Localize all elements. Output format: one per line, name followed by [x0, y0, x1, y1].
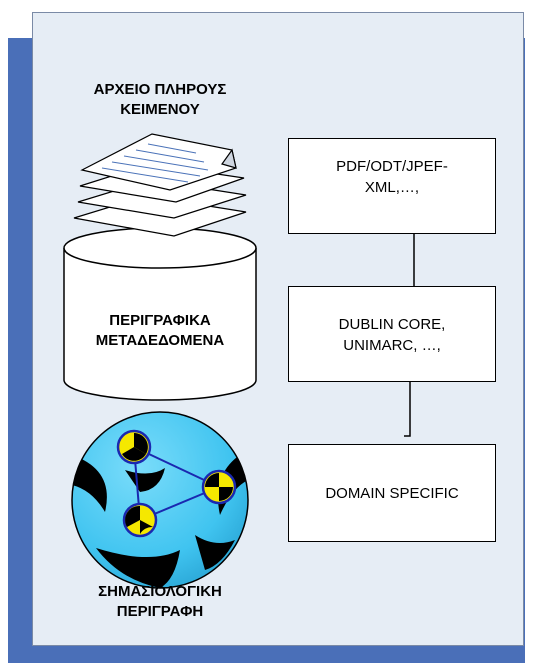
domain-specific-label: DOMAIN SPECIFIC	[325, 485, 459, 502]
document-stack-icon	[73, 133, 247, 237]
document-label: ΑΡΧΕΙΟ ΠΛΗΡΟΥΣ ΚΕΙΜΕΝΟΥ	[60, 80, 260, 120]
graph-node-icon	[116, 429, 152, 465]
metadata-schema-line: DUBLIN CORE,	[338, 316, 446, 333]
format-box-line: PDF/ODT/JPEF-	[336, 158, 448, 175]
database-label-line: ΠΕΡΙΓΡΑΦΙΚΑ	[109, 312, 211, 329]
format-box: PDF/ODT/JPEF- XML,…,	[288, 138, 496, 234]
semantic-label-line: ΠΕΡΙΓΡΑΦΗ	[116, 603, 204, 620]
semantic-label-line: ΣΗΜΑΣΙΟΛΟΓΙΚΗ	[98, 583, 222, 600]
semantic-sphere-icon	[71, 411, 249, 589]
graph-node-icon	[201, 469, 237, 505]
graph-node-icon	[122, 502, 158, 538]
connector-line	[404, 382, 411, 437]
domain-specific-box: DOMAIN SPECIFIC	[288, 444, 496, 542]
format-box-line: XML,…,	[364, 179, 420, 196]
document-label-line: ΚΕΙΜΕΝΟΥ	[120, 101, 200, 118]
semantic-label: ΣΗΜΑΣΙΟΛΟΓΙΚΗ ΠΕΡΙΓΡΑΦΗ	[55, 582, 265, 622]
database-label-line: ΜΕΤΑΔΕΔΟΜΕΝΑ	[95, 332, 225, 349]
document-label-line: ΑΡΧΕΙΟ ΠΛΗΡΟΥΣ	[93, 81, 227, 98]
database-cylinder-icon	[63, 227, 257, 401]
metadata-schema-box: DUBLIN CORE, UNIMARC, …,	[288, 286, 496, 382]
database-label: ΠΕΡΙΓΡΑΦΙΚΑ ΜΕΤΑΔΕΔΟΜΕΝΑ	[64, 311, 256, 351]
metadata-schema-line: UNIMARC, …,	[343, 337, 441, 354]
